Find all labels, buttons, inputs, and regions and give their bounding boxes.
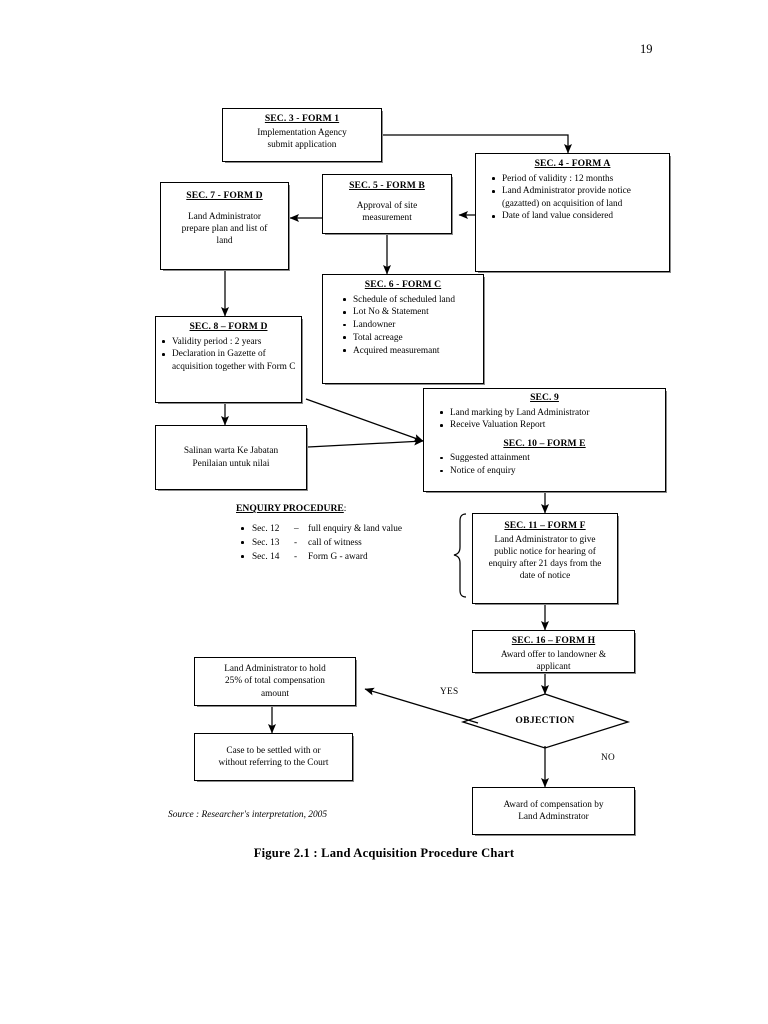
node-hold25-line2: 25% of total compensation (225, 676, 325, 687)
node-sec16-line1: Award offer to landowner & (500, 649, 607, 660)
node-sec3-line1: Implementation Agency (257, 127, 347, 138)
node-sec9-bullets: Land marking by Land Administrator Recei… (428, 407, 661, 432)
enquiry-item-text: call of witness (308, 537, 362, 548)
list-item: Receive Valuation Report (440, 419, 661, 431)
node-sec9-sec10[interactable]: SEC. 9 Land marking by Land Administrato… (423, 388, 666, 492)
node-sec4-bullets: Period of validity : 12 months Land Admi… (480, 173, 665, 223)
node-sec16-header: SEC. 16 – FORM H (511, 635, 596, 646)
enquiry-items: Sec. 12 –full enquiry & land value Sec. 1… (236, 523, 456, 563)
node-hold25-line3: amount (261, 688, 289, 699)
node-sec5-line2: measurement (362, 212, 412, 223)
node-salinan-line2: Penilaian untuk nilai (192, 458, 270, 469)
node-sec3-header: SEC. 3 - FORM 1 (264, 113, 340, 124)
page-number: 19 (640, 42, 653, 56)
node-sec11-formf[interactable]: SEC. 11 – FORM F Land Administrator to g… (472, 513, 618, 604)
list-item: Notice of enquiry (440, 465, 661, 477)
node-sec11-header: SEC. 11 – FORM F (504, 520, 586, 531)
enquiry-item-sec: Sec. 13 (252, 537, 280, 548)
node-sec7-line3: land (216, 236, 233, 247)
node-sec5-header: SEC. 5 - FORM B (349, 180, 425, 191)
node-sec7-formd[interactable]: SEC. 7 - FORM D Land Administrator prepa… (160, 182, 289, 270)
enquiry-procedure-title: ENQUIRY PROCEDURE: (236, 503, 456, 516)
node-hold-25-percent[interactable]: Land Administrator to hold 25% of total … (194, 657, 356, 706)
node-sec11-line2: public notice for hearing of (494, 546, 596, 557)
node-objection-diamond[interactable]: OBJECTION (485, 715, 605, 726)
list-item: Period of validity : 12 months (492, 173, 665, 185)
node-salinan-warta[interactable]: Salinan warta Ke Jabatan Penilaian untuk… (155, 425, 307, 490)
list-item: Validity period : 2 years (162, 336, 297, 348)
node-sec16-formh[interactable]: SEC. 16 – FORM H Award offer to landowne… (472, 630, 635, 673)
yes-text: YES (440, 687, 459, 697)
list-item: Suggested attainment (440, 452, 661, 464)
node-sec4-forma[interactable]: SEC. 4 - FORM A Period of validity : 12 … (475, 153, 670, 272)
node-sec9-header: SEC. 9 (530, 392, 559, 403)
node-case-settled[interactable]: Case to be settled with or without refer… (194, 733, 353, 781)
node-award-line1: Award of compensation by (503, 799, 604, 810)
node-sec4-header: SEC. 4 - FORM A (534, 158, 611, 169)
enquiry-item-sec: Sec. 12 (252, 523, 280, 534)
enquiry-item-dash: - (294, 551, 298, 562)
list-item: Sec. 13 -call of witness (241, 537, 456, 549)
enquiry-item-text: full enquiry & land value (308, 523, 402, 534)
node-sec7-header: SEC. 7 - FORM D (186, 190, 263, 201)
enquiry-item-dash: – (294, 523, 299, 534)
objection-label: OBJECTION (515, 715, 575, 726)
node-sec6-formc[interactable]: SEC. 6 - FORM C Schedule of scheduled la… (322, 274, 484, 384)
edge-label-yes: YES (440, 687, 458, 697)
enquiry-procedure-block: ENQUIRY PROCEDURE: Sec. 12 –full enquiry … (236, 503, 456, 565)
node-sec10-bullets: Suggested attainment Notice of enquiry (428, 452, 661, 477)
node-sec3-line2: submit application (267, 139, 337, 150)
enquiry-item-sec: Sec. 14 (252, 551, 280, 562)
node-court-line2: without referring to the Court (218, 758, 329, 768)
list-item: Schedule of scheduled land (343, 294, 479, 306)
node-sec8-header: SEC. 8 – FORM D (189, 321, 268, 332)
list-item: Land marking by Land Administrator (440, 407, 661, 419)
list-item: Declaration in Gazette of acquisition to… (162, 349, 296, 372)
edge-label-no: NO (601, 753, 615, 763)
list-item: Sec. 12 –full enquiry & land value (241, 523, 456, 535)
node-sec5-line1: Approval of site (356, 200, 418, 211)
node-sec11-line1: Land Administrator to give (494, 534, 596, 545)
enquiry-item-dash: - (294, 537, 298, 548)
list-item: Total acreage (343, 332, 479, 344)
node-sec11-line4: date of notice (519, 571, 571, 582)
node-sec8-bullets: Validity period : 2 years Declaration in… (160, 336, 297, 373)
no-text: NO (601, 753, 616, 763)
node-sec6-header: SEC. 6 - FORM C (364, 279, 442, 290)
node-award-line2: Land Adminstrator (518, 812, 589, 822)
list-item: Land Administrator provide notice (gazat… (492, 185, 665, 210)
list-item: Acquired measuremant (343, 345, 479, 357)
enquiry-item-text: Form G - award (308, 551, 368, 562)
node-hold25-line1: Land Administrator to hold (224, 664, 326, 675)
list-item: Landowner (343, 319, 479, 331)
figure-caption: Figure 2.1 : Land Acquisition Procedure … (253, 846, 515, 860)
list-item: Lot No & Statement (343, 306, 479, 318)
node-sec3-form1[interactable]: SEC. 3 - FORM 1 Implementation Agency su… (222, 108, 382, 162)
node-sec11-line3: enquiry after 21 days from the (488, 559, 602, 570)
list-item: Date of land value considered (492, 210, 665, 222)
node-sec6-bullets: Schedule of scheduled land Lot No & Stat… (327, 294, 479, 357)
node-court-line1: Case to be settled with or (226, 745, 321, 756)
node-sec5-formb[interactable]: SEC. 5 - FORM B Approval of site measure… (322, 174, 452, 234)
node-sec7-line1: Land Administrator (187, 211, 262, 222)
enquiry-title-colon: : (343, 504, 347, 514)
source-note: Source : Researcher's interpretation, 20… (168, 810, 328, 820)
node-sec16-line2: applicant (536, 661, 571, 672)
node-salinan-line1: Salinan warta Ke Jabatan (183, 446, 279, 457)
node-award-compensation[interactable]: Award of compensation by Land Adminstrat… (472, 787, 635, 835)
node-sec7-line2: prepare plan and list of (181, 223, 268, 234)
node-sec10-header: SEC. 10 – FORM E (503, 437, 586, 449)
list-item: Sec. 14 -Form G - award (241, 551, 456, 563)
enquiry-title-text: ENQUIRY PROCEDURE (236, 503, 344, 514)
node-sec8-formd[interactable]: SEC. 8 – FORM D Validity period : 2 year… (155, 316, 302, 403)
